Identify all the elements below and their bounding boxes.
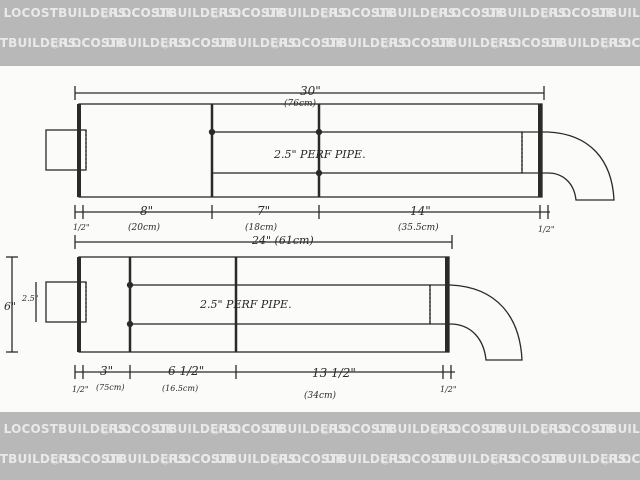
watermark-text: LOCOSTBUILDERS.CO.UK <box>0 6 175 20</box>
watermark-text: LOCOSTBUILDERS.CO.UK <box>320 6 505 20</box>
weld-point <box>208 128 216 136</box>
height-label: 6" <box>4 300 16 313</box>
dim-1-metric: (20cm) <box>128 222 161 233</box>
dim-end-label: 1/2" <box>538 225 555 234</box>
outlet-bend <box>430 284 523 361</box>
weld-point <box>315 169 323 177</box>
watermark-text: LOCOSTBUILDERS.CO.UK <box>490 36 640 50</box>
inlet-diameter-label: 2.5" <box>21 294 38 303</box>
watermark-text: LOCOSTBUILDERS.CO.UK <box>600 36 640 50</box>
perf-pipe <box>211 131 523 174</box>
dim-start-label: 1/2" <box>72 385 89 394</box>
watermark-text: LOCOSTBUILDERS.CO.UK <box>100 6 285 20</box>
watermark-row: LOCOSTBUILDERS.CO.UKLOCOSTBUILDERS.CO.UK… <box>0 36 640 50</box>
watermark-text: LOCOSTBUILDERS.CO.UK <box>100 422 285 436</box>
dim-3-label: 14" <box>410 204 431 218</box>
watermark-band-top: LOCOSTBUILDERS.CO.UKLOCOSTBUILDERS.CO.UK… <box>0 0 640 66</box>
bottom-view: 24" (61cm) 6" 2.5" 2.5" PERF PIPE. <box>4 234 523 401</box>
watermark-row: LOCOSTBUILDERS.CO.UKLOCOSTBUILDERS.CO.UK… <box>0 452 640 466</box>
watermark-text: LOCOSTBUILDERS.CO.UK <box>160 36 345 50</box>
dim-start-label: 1/2" <box>73 223 90 232</box>
dim-end-label: 1/2" <box>440 385 457 394</box>
weld-point <box>126 281 134 289</box>
dim-3-metric: (35.5cm) <box>398 222 439 233</box>
watermark-text: LOCOSTBUILDERS.CO.UK <box>600 452 640 466</box>
watermark-text: LOCOSTBUILDERS.CO.UK <box>0 36 125 50</box>
dim-2-metric: (16.5cm) <box>162 384 198 393</box>
watermark-text: LOCOSTBUILDERS.CO.UK <box>210 422 395 436</box>
perf-pipe-label: 2.5" PERF PIPE. <box>199 298 292 311</box>
watermark-text: LOCOSTBUILDERS.CO.UK <box>270 36 455 50</box>
watermark-text: LOCOSTBUILDERS.CO.UK <box>0 422 175 436</box>
watermark-text: LOCOSTBUILDERS.CO.UK <box>50 36 235 50</box>
silencer-drawing: 30" (76cm) 2.5" PERF PIPE. 1/2" 8" (20cm… <box>4 84 615 401</box>
outlet-bend <box>522 131 615 201</box>
overall-length-label: 30" <box>300 84 321 98</box>
watermark-text: LOCOSTBUILDERS.CO.UK <box>490 452 640 466</box>
watermark-text: LOCOSTBUILDERS.CO.UK <box>160 452 345 466</box>
watermark-row: LOCOSTBUILDERS.CO.UKLOCOSTBUILDERS.CO.UK… <box>0 6 640 20</box>
watermark-text: LOCOSTBUILDERS.CO.UK <box>270 452 455 466</box>
weld-point <box>315 128 323 136</box>
watermark-text: LOCOSTBUILDERS.CO.UK <box>210 6 395 20</box>
watermark-text: LOCOSTBUILDERS.CO.UK <box>430 422 615 436</box>
dim-1-label: 8" <box>140 204 153 218</box>
dim-3-metric: (34cm) <box>304 390 337 401</box>
dim-2-metric: (18cm) <box>245 222 278 233</box>
watermark-text: LOCOSTBUILDERS.CO.UK <box>540 6 640 20</box>
weld-point <box>126 320 134 328</box>
dim-1-metric: (75cm) <box>96 383 125 392</box>
overall-length-label: 24" (61cm) <box>251 234 314 247</box>
watermark-text: LOCOSTBUILDERS.CO.UK <box>50 452 235 466</box>
watermark-text: LOCOSTBUILDERS.CO.UK <box>320 422 505 436</box>
dim-2-label: 7" <box>257 204 270 218</box>
watermark-text: LOCOSTBUILDERS.CO.UK <box>430 6 615 20</box>
watermark-text: LOCOSTBUILDERS.CO.UK <box>380 452 565 466</box>
dim-2-label: 6 1/2" <box>168 364 204 378</box>
dim-1-label: 3" <box>100 364 113 378</box>
watermark-row: LOCOSTBUILDERS.CO.UKLOCOSTBUILDERS.CO.UK… <box>0 422 640 436</box>
watermark-text: LOCOSTBUILDERS.CO.UK <box>380 36 565 50</box>
watermark-text: LOCOSTBUILDERS.CO.UK <box>0 452 125 466</box>
watermark-text: LOCOSTBUILDERS.CO.UK <box>540 422 640 436</box>
dim-3-label: 13 1/2" <box>312 366 356 380</box>
watermark-band-bottom: LOCOSTBUILDERS.CO.UKLOCOSTBUILDERS.CO.UK… <box>0 412 640 480</box>
top-view: 30" (76cm) 2.5" PERF PIPE. 1/2" 8" (20cm… <box>45 84 615 234</box>
drawing-area: 30" (76cm) 2.5" PERF PIPE. 1/2" 8" (20cm… <box>0 66 640 412</box>
